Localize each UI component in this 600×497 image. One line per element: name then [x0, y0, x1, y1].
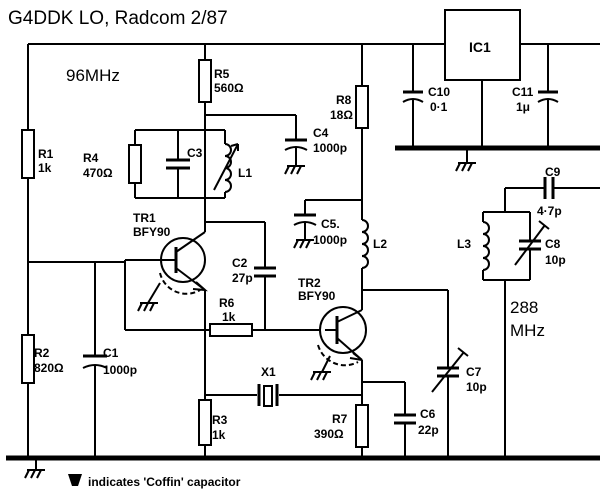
r3-ref: R3 — [212, 413, 228, 427]
capacitor-c10: C10 0·1 — [402, 44, 450, 148]
tr2-type: BFY90 — [298, 289, 336, 303]
c2-value: 27p — [232, 271, 253, 285]
tr1-ref: TR1 — [133, 211, 156, 225]
r6-ref: R6 — [219, 296, 235, 310]
capacitor-c4: C4 1000p — [205, 114, 347, 175]
r2-value: 820Ω — [34, 361, 64, 375]
resistor-r1: R1 1k — [21, 44, 54, 335]
ground-symbol-ic1 — [455, 162, 476, 172]
resistor-r2: R2 820Ω — [21, 334, 64, 458]
c5-ref: C5. — [321, 217, 340, 231]
c8-ref: C8 — [545, 237, 561, 251]
crystal-x1: X1 — [205, 365, 362, 407]
x1-ref: X1 — [261, 365, 276, 379]
supply-rail — [28, 43, 600, 151]
inductor-l3: L3 — [457, 211, 530, 281]
r7-ref: R7 — [332, 412, 348, 426]
coffin-capacitor-icon — [68, 474, 82, 486]
c4-ref: C4 — [313, 126, 329, 140]
r3-value: 1k — [212, 428, 226, 442]
c11-value: 1μ — [516, 100, 530, 114]
ground-rail — [6, 455, 600, 479]
transistor-tr1: TR1 BFY90 — [125, 211, 208, 312]
c10-value: 0·1 — [430, 100, 448, 114]
ic1-regulator: IC1 — [444, 9, 521, 172]
r1-ref: R1 — [38, 147, 54, 161]
resistor-r7: R7 390Ω — [314, 360, 369, 458]
resistor-r8: R8 18Ω — [330, 44, 369, 220]
capacitor-c8: C8 10p — [514, 212, 566, 280]
capacitor-c6: C6 22p — [362, 381, 439, 458]
resistor-r5: R5 560Ω — [198, 44, 244, 232]
c1-value: 1000p — [103, 363, 137, 377]
c6-ref: C6 — [420, 407, 436, 421]
capacitor-c2: C2 27p — [205, 221, 276, 330]
c7-value: 10p — [466, 380, 487, 394]
r7-value: 390Ω — [314, 427, 344, 441]
r8-ref: R8 — [336, 93, 352, 107]
c2-ref: C2 — [232, 256, 248, 270]
l3-ref: L3 — [457, 237, 471, 251]
resistor-r3: R3 1k — [198, 290, 228, 458]
c11-ref: C11 — [512, 85, 534, 99]
c4-value: 1000p — [313, 141, 347, 155]
tr2-ref: TR2 — [298, 276, 321, 290]
c5-value: 1000p — [313, 233, 347, 247]
legend: indicates 'Coffin' capacitor — [68, 474, 241, 489]
r5-ref: R5 — [214, 67, 230, 81]
c10-ref: C10 — [428, 85, 450, 99]
capacitor-c1: C1 1000p — [28, 261, 137, 458]
tr1-type: BFY90 — [133, 225, 171, 239]
capacitor-c9: C9 4·7p — [504, 165, 600, 218]
legend-text: indicates 'Coffin' capacitor — [88, 475, 241, 489]
freq-label-288-unit: MHz — [510, 321, 545, 340]
c9-ref: C9 — [545, 165, 561, 179]
transistor-tr2: TR2 BFY90 — [298, 276, 367, 381]
c7-ref: C7 — [466, 365, 482, 379]
r4-ref: R4 — [83, 151, 99, 165]
freq-label-96: 96MHz — [66, 66, 120, 85]
r8-value: 18Ω — [330, 108, 353, 122]
inductor-l2: L2 — [361, 219, 387, 310]
capacitor-c11: C11 1μ — [512, 44, 559, 148]
tank-circuit: R4 470Ω C3 L1 — [83, 129, 252, 199]
l1-ref: L1 — [238, 166, 252, 180]
c8-value: 10p — [545, 253, 566, 267]
capacitor-c5: C5. 1000p — [293, 199, 362, 249]
r5-value: 560Ω — [214, 81, 244, 95]
c1-ref: C1 — [103, 346, 119, 360]
r4-value: 470Ω — [83, 166, 113, 180]
l2-ref: L2 — [373, 237, 387, 251]
c6-value: 22p — [418, 423, 439, 437]
resistor-r6: R6 1k — [124, 260, 325, 337]
r6-value: 1k — [222, 310, 236, 324]
r2-ref: R2 — [34, 346, 50, 360]
freq-label-288: 288 — [510, 298, 538, 317]
r1-value: 1k — [38, 161, 52, 175]
c3-ref: C3 — [187, 146, 203, 160]
ic1-label: IC1 — [469, 39, 491, 55]
diagram-title: G4DDK LO, Radcom 2/87 — [8, 8, 228, 29]
capacitor-c7: C7 10p — [431, 290, 487, 458]
c9-value: 4·7p — [537, 204, 562, 218]
